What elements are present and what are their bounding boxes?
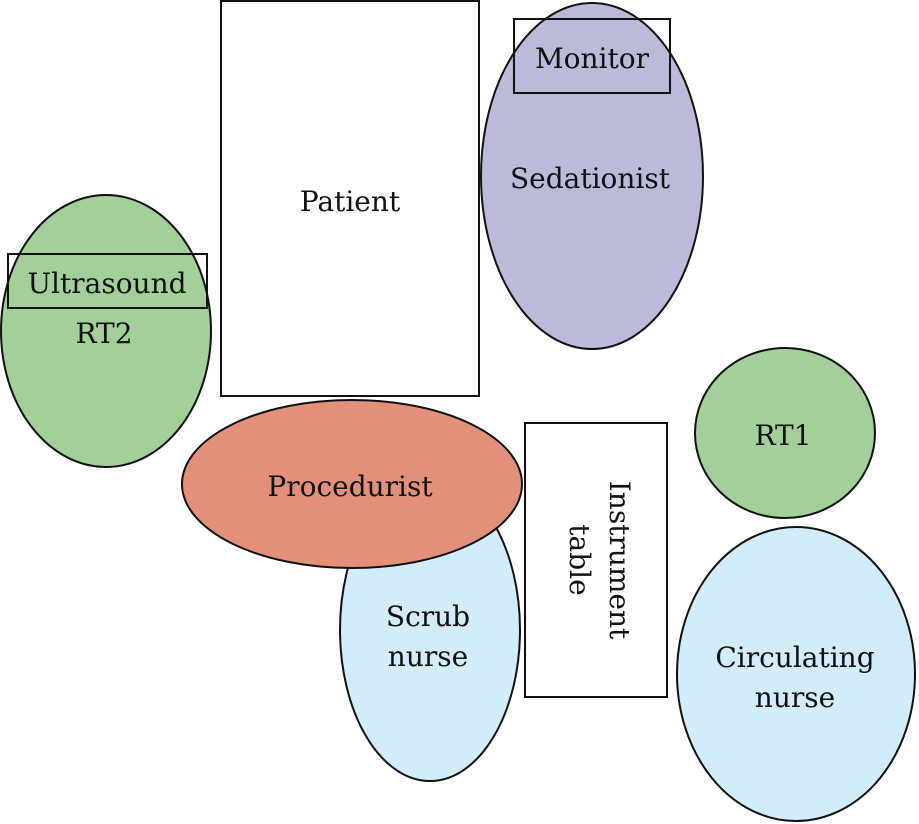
monitor-label: Monitor: [535, 42, 650, 75]
rt1-group: RT1: [694, 347, 876, 519]
patient-label: Patient: [300, 185, 401, 218]
rt1-label: RT1: [754, 419, 811, 452]
circulating-nurse-label-line1: Circulating: [715, 641, 874, 674]
rt1-ellipse: [694, 347, 876, 519]
monitor-box: [513, 18, 671, 94]
circulating-nurse-group: Circulating nurse: [676, 526, 916, 822]
circulating-nurse-label-line2: nurse: [755, 681, 835, 714]
instrument-table-label-line2: table: [563, 524, 596, 595]
instrument-table-group: Instrument table: [524, 422, 668, 698]
patient-group: Patient: [220, 0, 480, 397]
rt2-ellipse: [0, 194, 212, 468]
sedationist-group: Monitor Sedationist: [480, 2, 704, 350]
rt2-label: RT2: [75, 317, 132, 350]
rt2-group: Ultrasound RT2: [0, 194, 212, 468]
scrub-nurse-label-line2: nurse: [388, 640, 468, 673]
sedationist-ellipse: [480, 2, 704, 350]
instrument-table: [524, 422, 668, 698]
ultrasound-box: [7, 253, 208, 309]
ultrasound-label: Ultrasound: [27, 267, 186, 300]
patient-bed: [220, 0, 480, 397]
instrument-table-label-line1: Instrument: [603, 481, 636, 640]
circulating-nurse-ellipse: [676, 526, 916, 822]
procedurist-group: Procedurist: [181, 399, 523, 569]
sedationist-label: Sedationist: [510, 162, 671, 195]
procedurist-label: Procedurist: [267, 470, 433, 503]
scrub-nurse-label-line1: Scrub: [386, 600, 470, 633]
procedurist-ellipse: [181, 399, 523, 569]
